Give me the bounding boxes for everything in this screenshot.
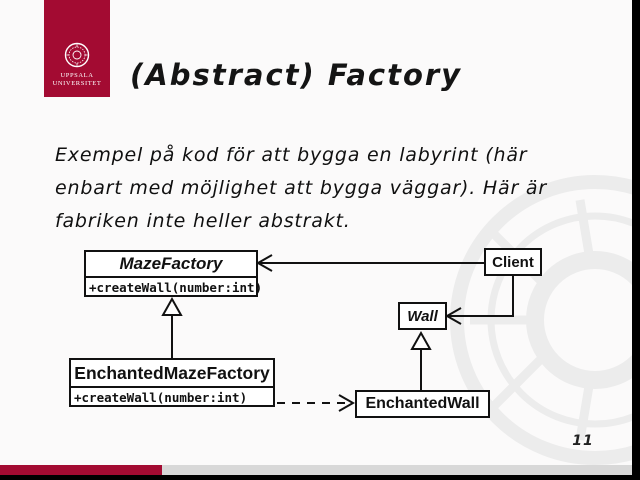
body-line-1: Exempel på kod för att bygga en labyrint… xyxy=(55,144,528,166)
slide-title: (Abstract) Factory xyxy=(130,58,463,92)
university-name-line1: UPPSALA xyxy=(60,72,94,79)
page-number: 11 xyxy=(572,433,594,449)
uml-class-enchantedwall: EnchantedWall xyxy=(355,390,490,418)
letterbox-bottom-bar xyxy=(0,475,640,480)
university-logo-block: UPPSALA UNIVERSITET xyxy=(44,0,110,97)
university-name-line2: UNIVERSITET xyxy=(52,80,102,87)
class-name-enchantedmazefactory: EnchantedMazeFactory xyxy=(74,362,270,383)
class-name-client: Client xyxy=(492,253,534,271)
open-arrowhead-enchantedwall xyxy=(338,394,356,412)
uml-class-client: Client xyxy=(484,248,542,276)
body-line-2: enbart med möjlighet att bygga väggar). … xyxy=(55,177,547,199)
class-name-enchantedwall: EnchantedWall xyxy=(365,395,480,412)
class-name-wall: Wall xyxy=(407,307,438,325)
letterbox-right-bar xyxy=(632,0,640,480)
uml-class-wall: Wall xyxy=(398,302,447,330)
uml-class-mazefactory: MazeFactory +createWall(number:int) xyxy=(84,250,262,297)
hollow-triangle-wall xyxy=(410,330,432,350)
class-name-mazefactory: MazeFactory xyxy=(119,254,223,273)
slide-body-text: Exempel på kod för att bygga en labyrint… xyxy=(55,139,595,238)
assoc-client-wall xyxy=(449,276,514,317)
open-arrowhead-mazefactory xyxy=(255,254,273,272)
footer-red-bar xyxy=(0,465,162,476)
footer-gray-bar xyxy=(162,465,632,476)
class-method-enchantedmazefactory: +createWall(number:int) xyxy=(71,386,273,406)
open-arrowhead-wall xyxy=(444,307,462,325)
class-method-mazefactory: +createWall(number:int) xyxy=(86,276,262,296)
uml-class-enchantedmazefactory: EnchantedMazeFactory +createWall(number:… xyxy=(69,358,275,407)
hollow-triangle-mazefactory xyxy=(161,296,183,316)
body-line-3: fabriken inte heller abstrakt. xyxy=(55,210,351,232)
university-seal-icon xyxy=(64,42,90,68)
